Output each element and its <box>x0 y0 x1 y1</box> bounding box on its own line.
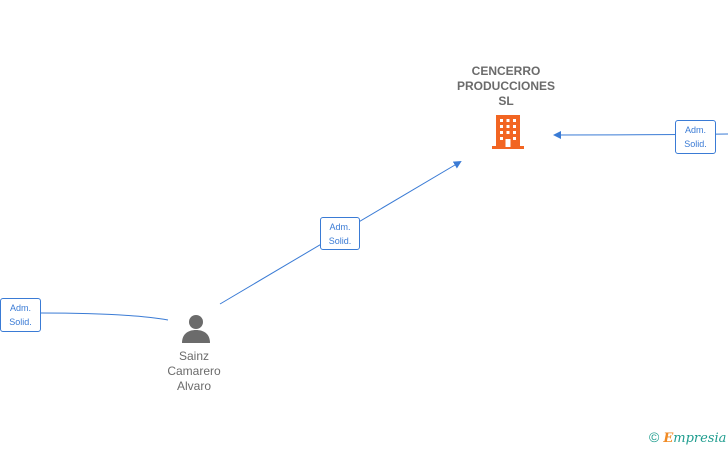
role-line: Solid. <box>9 317 32 327</box>
person-name-line: Camarero <box>167 364 221 378</box>
company-name-line: PRODUCCIONES <box>456 79 555 93</box>
person-name-line: Sainz <box>178 349 210 363</box>
role-line: Adm. <box>684 125 706 135</box>
person-icon[interactable] <box>181 314 211 349</box>
edge-left-to-person <box>39 312 169 321</box>
person-name-line: Alvaro <box>176 379 211 393</box>
role-line: Adm. <box>329 222 351 232</box>
company-name-line: SL <box>498 94 514 108</box>
role-line: Solid. <box>328 236 352 246</box>
copyright-symbol: © <box>649 429 660 445</box>
role-badge-left: Adm. Solid. <box>0 298 41 332</box>
role-line: Solid. <box>684 139 707 149</box>
company-name[interactable]: CENCERRO PRODUCCIONES SL <box>436 64 576 109</box>
role-badge-right: Adm. Solid. <box>675 120 716 154</box>
company-name-line: CENCERRO <box>471 64 541 78</box>
role-badge-center: Adm. Solid. <box>320 217 360 250</box>
brand-name: mpresia <box>673 431 727 446</box>
empresia-logo: ©Empresia <box>649 429 726 446</box>
role-line: Adm. <box>9 303 31 313</box>
brand-initial: E <box>663 431 674 446</box>
person-name[interactable]: Sainz Camarero Alvaro <box>150 349 238 394</box>
building-icon[interactable] <box>492 115 524 154</box>
